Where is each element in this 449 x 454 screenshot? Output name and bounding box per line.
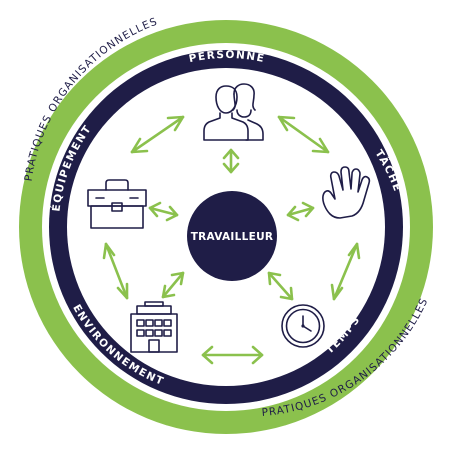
arrow-tache-temps [330,242,361,301]
hand-icon [322,166,371,219]
arrow-tache-center [286,201,315,222]
center-label: TRAVAILLEUR [191,231,274,243]
clock-icon [281,304,325,348]
people-icon [203,83,264,141]
building-icon [130,301,178,353]
arrow-temps-center [267,271,294,301]
arrows [102,115,361,365]
ring-label-personne: PERSONNE [188,49,266,65]
arrow-personne-center [222,148,240,174]
center-circle [187,191,277,281]
arrow-personne-tache [277,115,330,154]
arrow-environnement-equipement [102,242,129,300]
arrow-equipement-personne [130,115,185,154]
arrow-environnement-center [161,271,185,299]
arrow-equipement-center [148,201,179,222]
arrow-temps-environnement [201,345,264,365]
toolbox-icon [87,179,147,229]
